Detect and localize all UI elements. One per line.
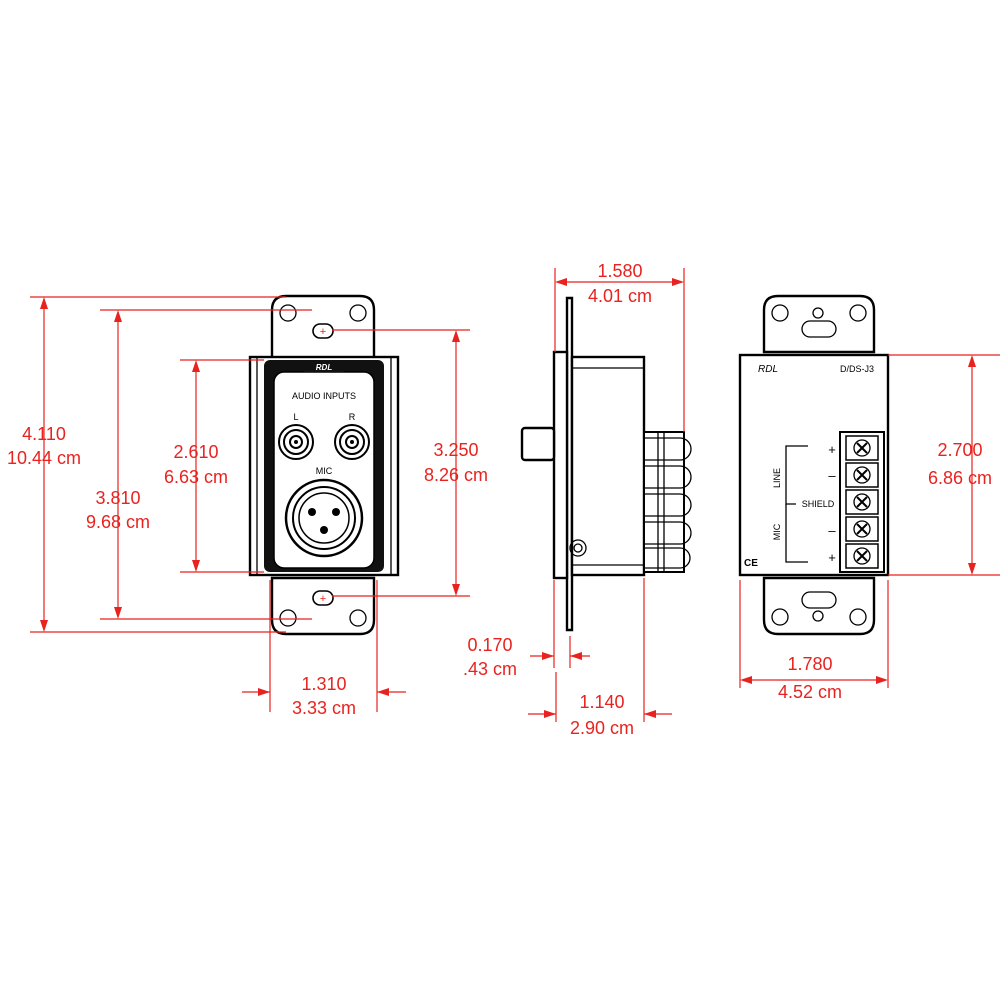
xlr-mic-jack [284,478,364,558]
front-left-label: L [293,412,298,422]
mic-rear-label: MIC [772,523,782,540]
left-rca-jack [278,424,314,460]
rear-model-number: D/DS-J3 [840,364,874,374]
terminal-1-label: + [828,442,836,457]
front-panel-height-inches: 2.610 [173,442,218,462]
right-rca-jack [334,424,370,460]
terminal-screw-5 [845,543,879,569]
rear-terminal-height-cm: 6.86 cm [928,468,992,488]
side-jack-protrusion [520,426,556,462]
front-dimensions: 4.110 10.44 cm 3.810 9.68 cm 2.610 6.63 … [7,296,488,718]
mount-spacing-inches: 3.810 [95,488,140,508]
rear-brand-logo: RDL [758,364,778,375]
terminal-4-label: – [828,523,836,538]
line-label: LINE [772,468,782,488]
plate-thickness-cm: .43 cm [463,659,517,679]
overall-height-inches: 4.110 [22,424,66,444]
overall-depth-inches: 1.580 [597,261,642,281]
front-top-right-screw-hole [349,304,367,322]
box-depth-inches: 1.140 [579,692,624,712]
front-right-label: R [349,412,356,422]
side-dimensions: 1.580 4.01 cm 0.170 .43 cm 1.140 2.90 cm [463,261,685,738]
terminal-screw-2 [845,462,879,488]
mic-bracket [785,504,808,563]
line-bracket [785,445,808,505]
terminal-2-label: – [828,468,836,483]
overall-height-cm: 10.44 cm [7,448,81,468]
mount-spacing-cm: 9.68 cm [86,512,150,532]
terminal-screw-3 [845,489,879,515]
front-top-left-screw-hole [279,304,297,322]
front-audio-inputs-label: AUDIO INPUTS [292,391,356,401]
side-terminal-block [643,431,692,573]
side-view [520,296,692,632]
rear-bottom-mount-slot [801,591,837,609]
terminal-5-label: + [828,550,836,565]
rear-terminal-height-inches: 2.700 [937,440,982,460]
front-bottom-mounting-ear [270,576,376,636]
terminal-3-label: SHIELD [802,499,835,509]
rear-width-cm: 4.52 cm [778,682,842,702]
box-height-cm: 8.26 cm [424,465,488,485]
rear-bottom-mounting-ear [762,576,876,636]
rear-width-inches: 1.780 [787,654,832,674]
side-screw [569,539,587,557]
rear-view: RDL D/DS-J3 CE LINE MIC + – SHIELD – + [738,294,890,636]
rear-top-mounting-ear [762,294,876,354]
box-height-inches: 3.250 [433,440,478,460]
front-bottom-plus-mark: + [320,593,326,605]
ce-mark: CE [744,558,758,569]
side-faceplate-edge [552,350,569,580]
rear-dimensions: 2.700 6.86 cm 1.780 4.52 cm [739,354,1000,702]
plate-thickness-inches: 0.170 [467,635,512,655]
terminal-screw-1 [845,435,879,461]
rear-terminal-block [839,431,885,573]
front-bottom-right-screw-hole [349,609,367,627]
front-panel-width-cm: 3.33 cm [292,698,356,718]
front-bottom-left-screw-hole [279,609,297,627]
front-panel-height-cm: 6.63 cm [164,467,228,487]
front-mic-label: MIC [316,466,333,476]
rear-top-mount-slot [801,320,837,338]
box-depth-cm: 2.90 cm [570,718,634,738]
front-top-plus-mark: + [320,326,326,338]
front-view: + + RDL AUDIO INPUTS L R M [248,294,400,636]
front-panel-width-inches: 1.310 [301,674,346,694]
terminal-screw-4 [845,516,879,542]
overall-depth-cm: 4.01 cm [588,286,652,306]
front-brand-logo: RDL [316,363,333,372]
